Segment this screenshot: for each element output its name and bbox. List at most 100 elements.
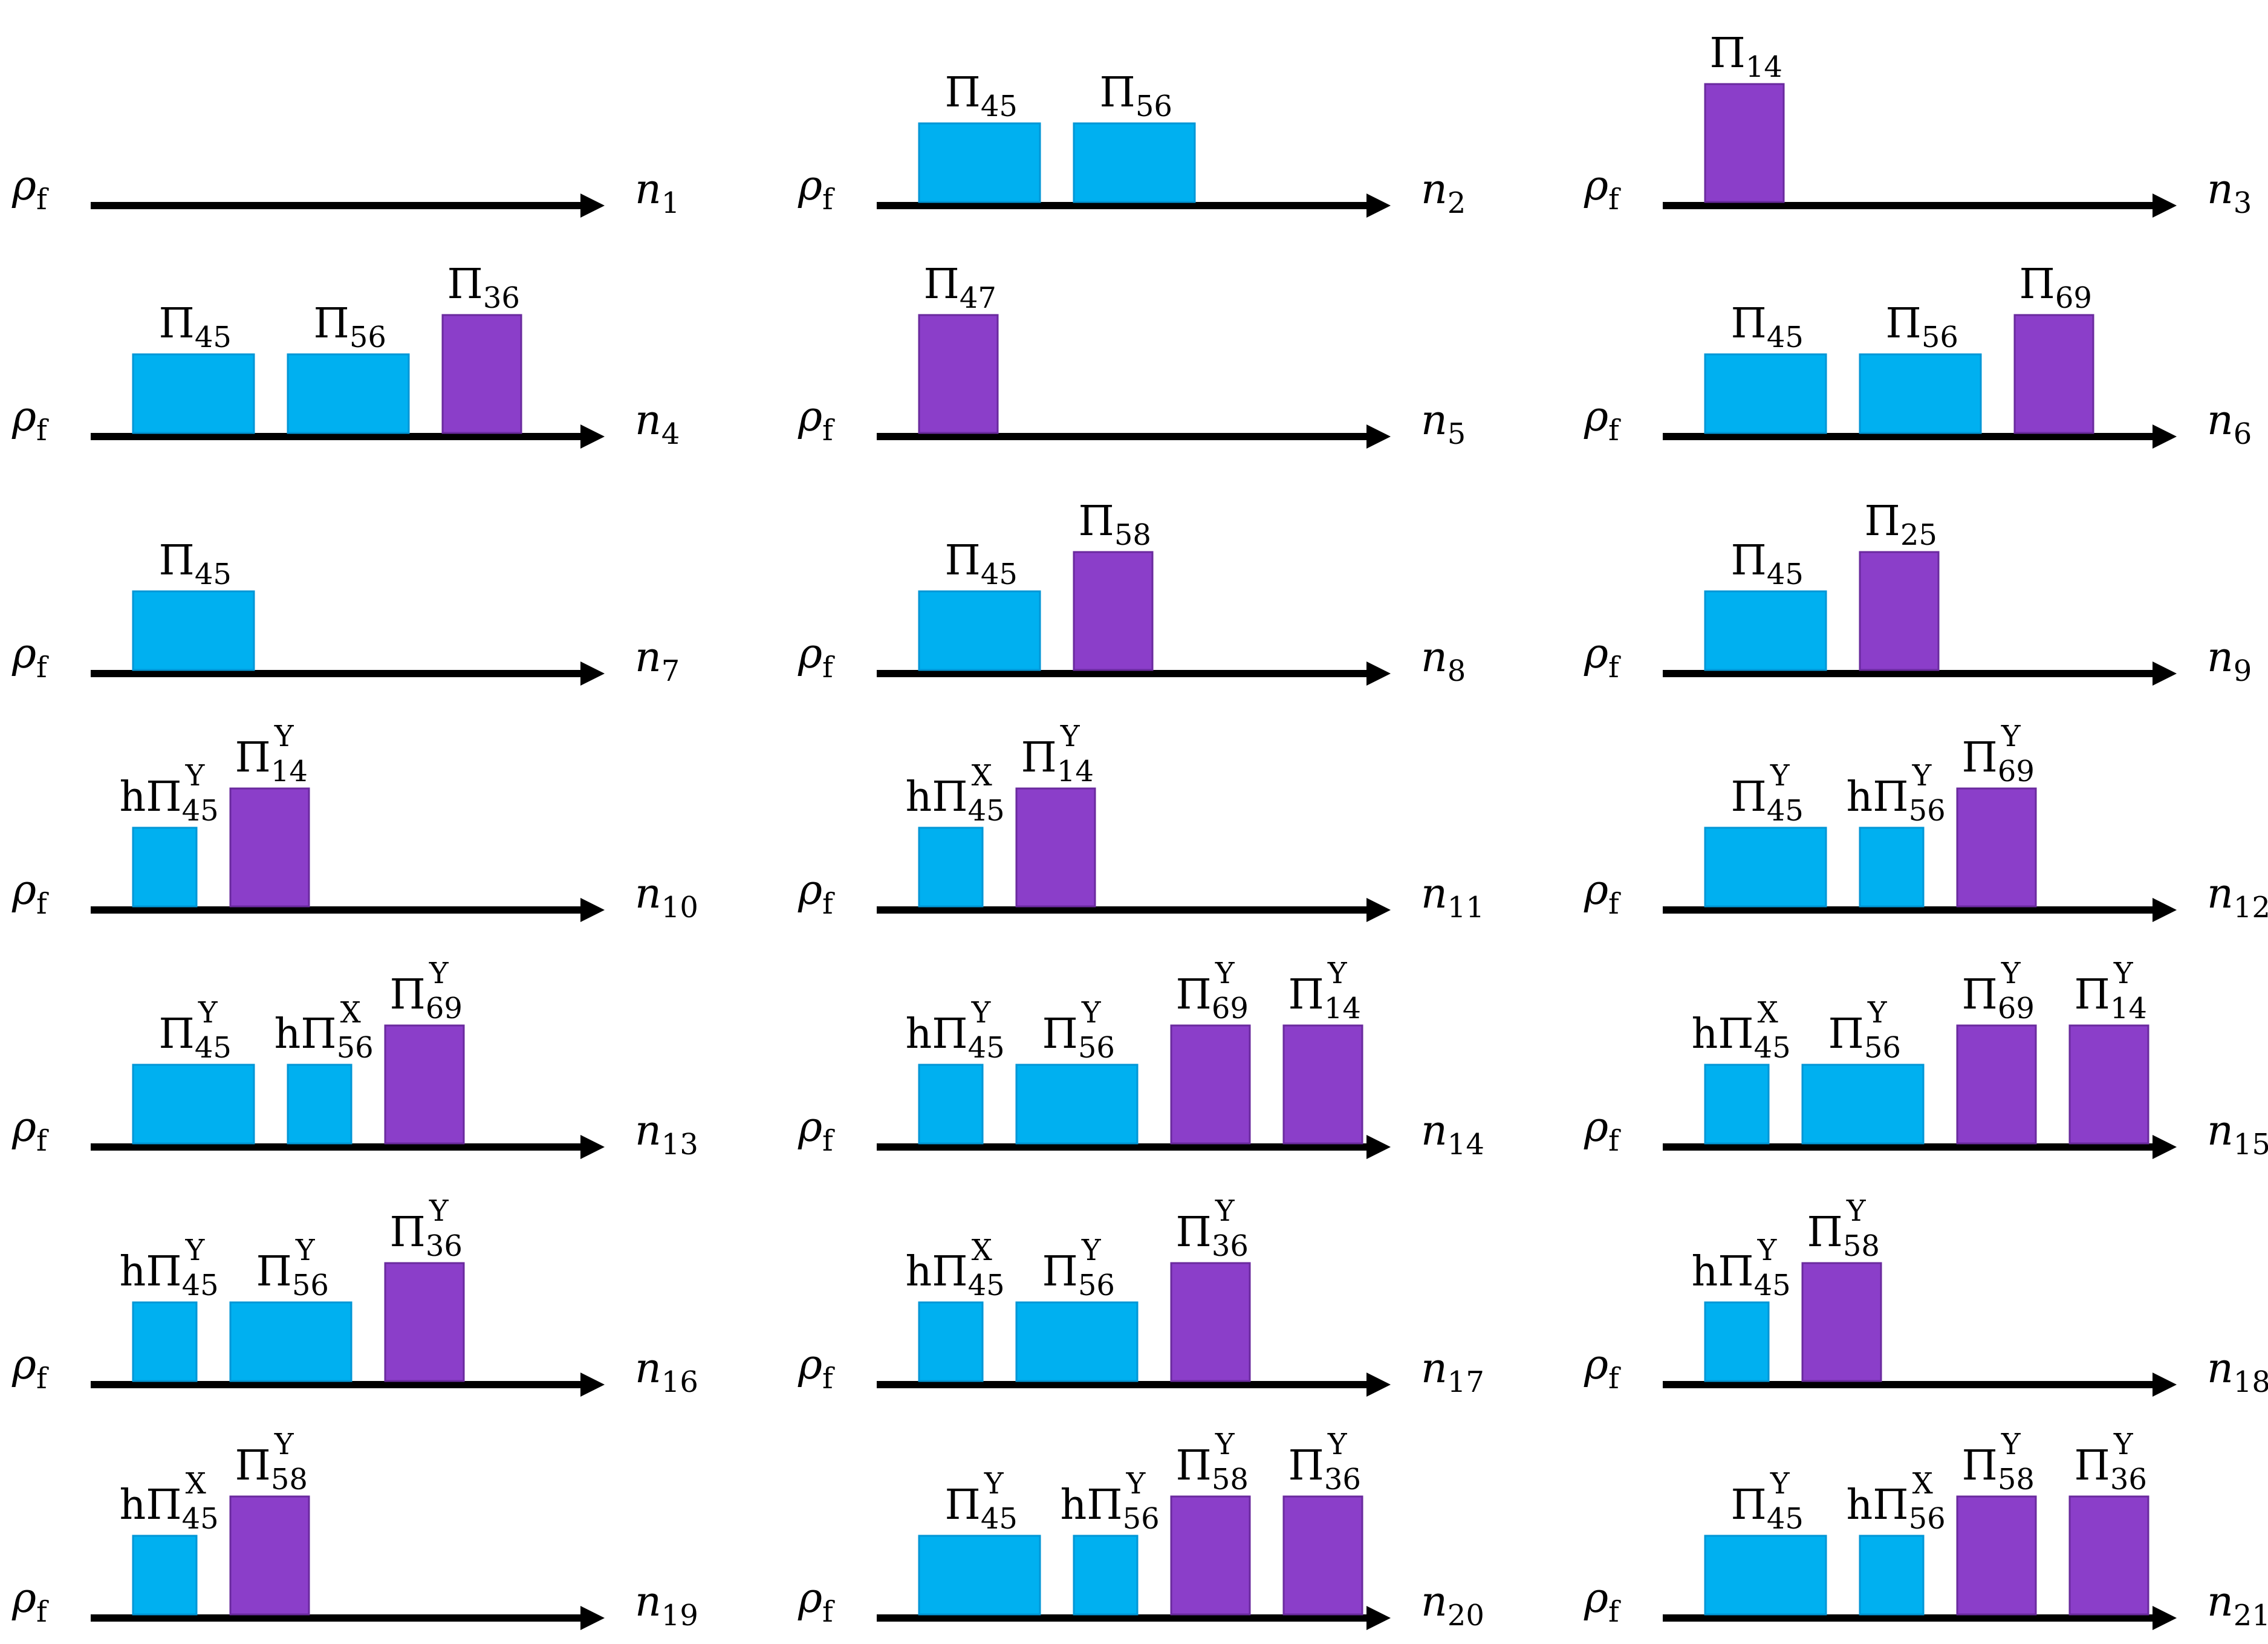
pulse-label-superscript: Y xyxy=(185,759,206,793)
pulse-label: Π14 xyxy=(1710,30,1782,84)
initial-state-label: ρf xyxy=(798,393,835,447)
output-label: n21 xyxy=(2207,1578,2268,1633)
pulse-label: Π45 xyxy=(159,300,232,354)
pulse-block-blue xyxy=(132,1301,198,1382)
initial-state-label: ρf xyxy=(11,162,49,216)
pulse-label-superscript: Y xyxy=(984,1467,1004,1501)
output-label: n20 xyxy=(1421,1578,1484,1633)
pulse-label: Π45 xyxy=(159,537,232,591)
pulse-label: Π36 xyxy=(447,261,520,315)
arrow-right-icon xyxy=(2153,661,2177,686)
initial-state-label: ρf xyxy=(11,393,49,447)
pulse-block-blue xyxy=(1073,122,1196,203)
pulse-label-superscript: Y xyxy=(971,996,992,1030)
pulse-label: hΠ56 xyxy=(1847,773,1946,828)
pulse-label-superscript: Y xyxy=(2001,1428,2021,1461)
pulse-block-blue xyxy=(918,590,1041,671)
initial-state-label: ρf xyxy=(11,1341,49,1395)
output-label: n13 xyxy=(635,1107,698,1162)
output-label: n19 xyxy=(635,1578,698,1633)
initial-state-label: ρf xyxy=(1584,866,1621,921)
arrow-right-icon xyxy=(1366,193,1391,218)
pulse-block-blue xyxy=(132,590,255,671)
output-label: n7 xyxy=(635,634,680,688)
output-label: n12 xyxy=(2207,870,2268,924)
initial-state-label: ρf xyxy=(798,1574,835,1629)
arrow-right-icon xyxy=(1366,661,1391,686)
pulse-label: Π58 xyxy=(1807,1209,1880,1263)
pulse-label: hΠ56 xyxy=(1061,1481,1160,1536)
pulse-label: Π45 xyxy=(1731,1481,1804,1536)
output-label: n15 xyxy=(2207,1107,2268,1162)
arrow-right-icon xyxy=(2153,1373,2177,1397)
pulse-block-blue xyxy=(918,1064,984,1145)
pulse-label: Π56 xyxy=(1828,1010,1901,1065)
pulse-label-superscript: Y xyxy=(1770,759,1790,793)
pulse-block-blue xyxy=(1704,1535,1827,1616)
pulse-label: Π58 xyxy=(1176,1442,1249,1496)
pulse-label: Π45 xyxy=(945,69,1018,123)
pulse-block-blue xyxy=(1015,1064,1139,1145)
arrow-right-icon xyxy=(1366,898,1391,922)
pulse-label-superscript: X xyxy=(340,996,361,1030)
pulse-label: Π14 xyxy=(1021,734,1094,788)
pulse-label: hΠ56 xyxy=(1847,1481,1946,1536)
pulse-label: Π45 xyxy=(945,537,1018,591)
pulse-block-blue xyxy=(1859,827,1925,908)
output-label: n16 xyxy=(635,1345,698,1399)
pulse-block-blue xyxy=(287,1064,353,1145)
pulse-label-superscript: Y xyxy=(1081,1233,1102,1267)
pulse-label: Π69 xyxy=(1962,971,2035,1025)
pulse-block-blue xyxy=(132,1064,255,1145)
initial-state-label: ρf xyxy=(1584,1103,1621,1158)
pulse-label: Π14 xyxy=(2075,971,2147,1025)
initial-state-label: ρf xyxy=(11,1103,49,1158)
pulse-label-superscript: Y xyxy=(295,1233,316,1267)
pulse-block-purple xyxy=(1956,787,2037,908)
pulse-block-blue xyxy=(229,1301,353,1382)
pulse-block-blue xyxy=(1704,353,1827,434)
pulse-block-blue xyxy=(1859,353,1982,434)
pulse-block-purple xyxy=(2068,1024,2149,1145)
initial-state-label: ρf xyxy=(1584,1341,1621,1395)
output-label: n4 xyxy=(635,397,680,451)
arrow-right-icon xyxy=(2153,193,2177,218)
pulse-block-blue xyxy=(1801,1064,1925,1145)
initial-state-label: ρf xyxy=(798,630,835,684)
initial-state-label: ρf xyxy=(1584,162,1621,216)
pulse-block-purple xyxy=(1282,1024,1363,1145)
initial-state-label: ρf xyxy=(798,1103,835,1158)
sequence-panel-1: ρf n1 xyxy=(11,162,680,220)
pulse-block-purple xyxy=(1801,1262,1882,1382)
pulse-label-superscript: Y xyxy=(429,1194,449,1228)
pulse-label: hΠ56 xyxy=(275,1010,374,1065)
pulse-block-purple xyxy=(1282,1495,1363,1616)
pulse-label-superscript: Y xyxy=(274,720,294,753)
pulse-block-purple xyxy=(229,1495,310,1616)
arrow-right-icon xyxy=(580,661,605,686)
pulse-label-superscript: Y xyxy=(429,957,449,990)
pulse-label-superscript: Y xyxy=(198,996,218,1030)
pulse-label: Π45 xyxy=(945,1481,1018,1536)
pulse-label-superscript: Y xyxy=(1327,957,1348,990)
pulse-label: Π36 xyxy=(1288,1442,1361,1496)
output-label: n11 xyxy=(1421,870,1484,924)
pulse-label: Π56 xyxy=(256,1248,329,1302)
initial-state-label: ρf xyxy=(798,1341,835,1395)
pulse-label: Π58 xyxy=(1962,1442,2035,1496)
pulse-block-blue xyxy=(1015,1301,1139,1382)
pulse-label: hΠ45 xyxy=(120,1481,219,1536)
output-label: n1 xyxy=(635,166,680,220)
